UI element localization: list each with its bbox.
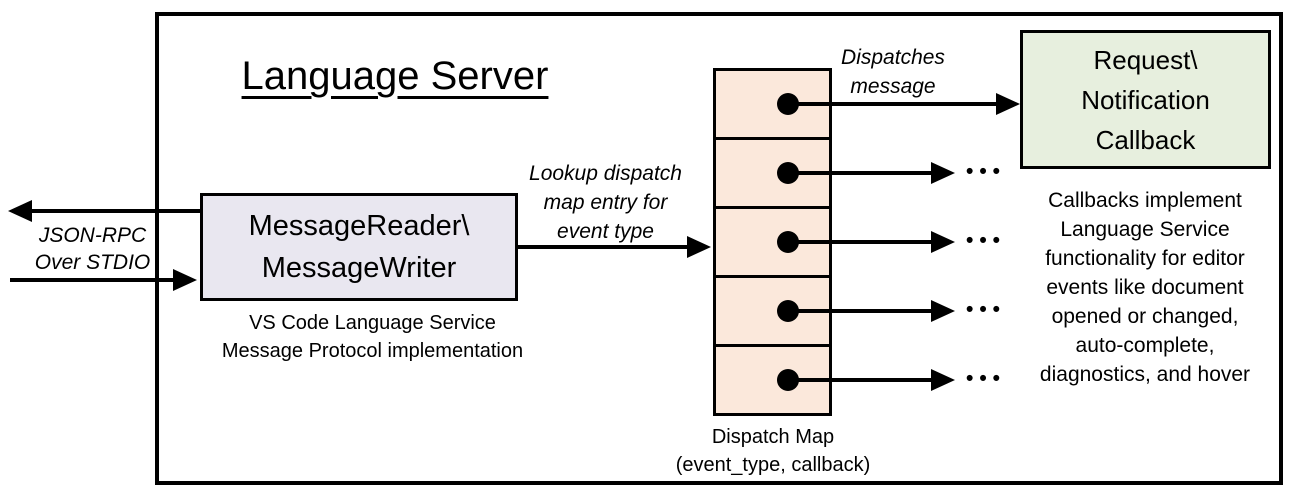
dispatch-map-cell xyxy=(716,71,829,140)
dispatch-map-cell xyxy=(716,209,829,278)
reader-box-caption: VS Code Language Service Message Protoco… xyxy=(221,312,524,362)
ellipsis-row-3: ••• xyxy=(965,229,1007,252)
ellipsis-row-4: ••• xyxy=(965,298,1007,321)
lookup-dispatch-label: Lookup dispatch map entry for event type xyxy=(529,162,682,243)
dispatch-map xyxy=(713,68,832,416)
diagram-title: Language Server xyxy=(241,54,549,98)
callback-box-label: Request\ Notification Callback xyxy=(1081,44,1210,155)
ellipsis-row-5: ••• xyxy=(965,367,1007,390)
ellipsis-row-2: ••• xyxy=(965,160,1007,183)
io-protocol-label: JSON-RPC Over STDIO xyxy=(34,224,151,274)
dispatch-map-label: Dispatch Map (event_type, callback) xyxy=(675,426,871,476)
message-reader-writer-box: MessageReader\ MessageWriter xyxy=(200,193,518,301)
callbacks-caption: Callbacks implement Language Service fun… xyxy=(1039,189,1251,386)
dispatch-map-cell xyxy=(716,140,829,209)
dispatch-map-cell xyxy=(716,278,829,347)
dispatches-message-label: Dispatches message xyxy=(841,46,945,98)
request-notification-callback-box: Request\ Notification Callback xyxy=(1020,30,1271,169)
language-server-boundary xyxy=(155,12,1283,485)
message-reader-writer-label: MessageReader\ MessageWriter xyxy=(248,210,470,284)
dispatch-map-cell xyxy=(716,347,829,413)
